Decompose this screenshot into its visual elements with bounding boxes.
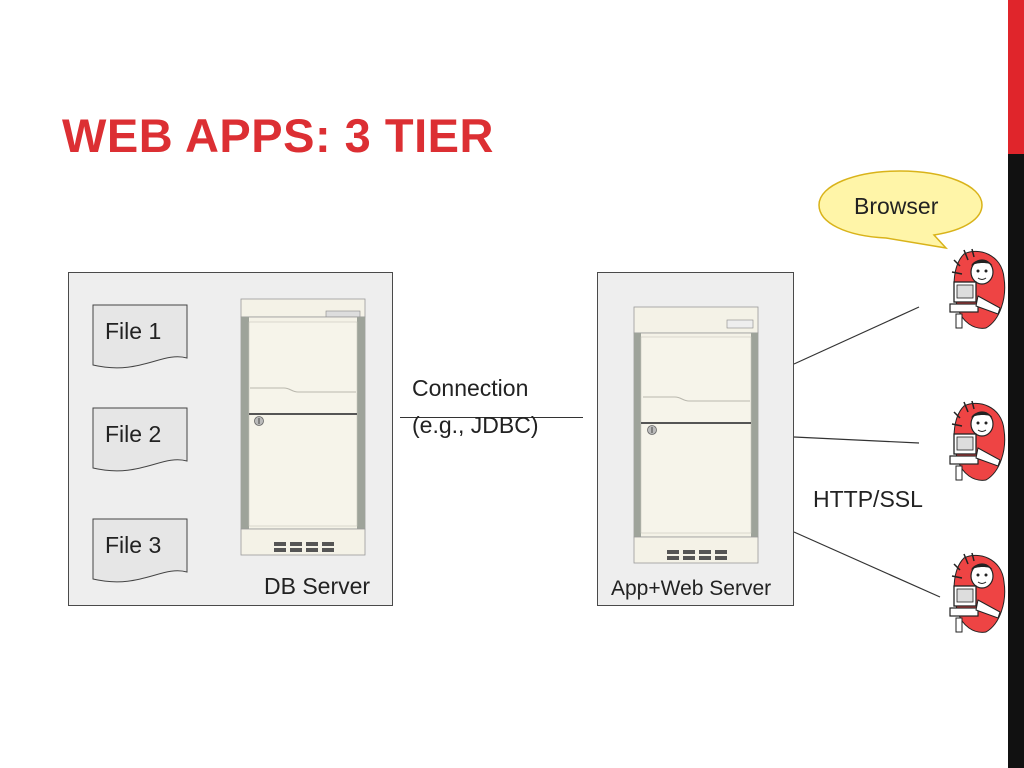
browser-callout-label: Browser [854, 193, 939, 219]
user-3-icon [949, 552, 1006, 633]
file-1-document-icon [92, 304, 188, 369]
slide-title: WEB APPS: 3 TIER [62, 109, 494, 162]
file-3-document-icon [92, 518, 188, 583]
file-2-label: File 2 [105, 421, 162, 447]
http-wire-3 [793, 531, 941, 598]
connection-label: Connection [412, 375, 529, 401]
http-wire-1 [793, 306, 920, 365]
http-ssl-label: HTTP/SSL [813, 486, 923, 512]
browser-speech-bubble [818, 170, 983, 250]
user-2-icon [949, 400, 1006, 481]
user-1-icon [949, 248, 1006, 329]
jdbc-connection-line [400, 417, 583, 418]
app-web-server-cabinet-icon [633, 306, 759, 564]
right-accent-bar-red [1008, 0, 1024, 154]
db-server-cabinet-icon [240, 298, 366, 556]
file-2-document-icon [92, 407, 188, 472]
http-wire-2 [793, 436, 920, 444]
right-accent-bar-black [1008, 154, 1024, 768]
file-3-label: File 3 [105, 532, 162, 558]
db-server-label: DB Server [264, 573, 371, 599]
connection-example-label: (e.g., JDBC) [412, 412, 539, 438]
file-1-label: File 1 [105, 318, 162, 344]
app-web-server-label: App+Web Server [611, 577, 772, 600]
